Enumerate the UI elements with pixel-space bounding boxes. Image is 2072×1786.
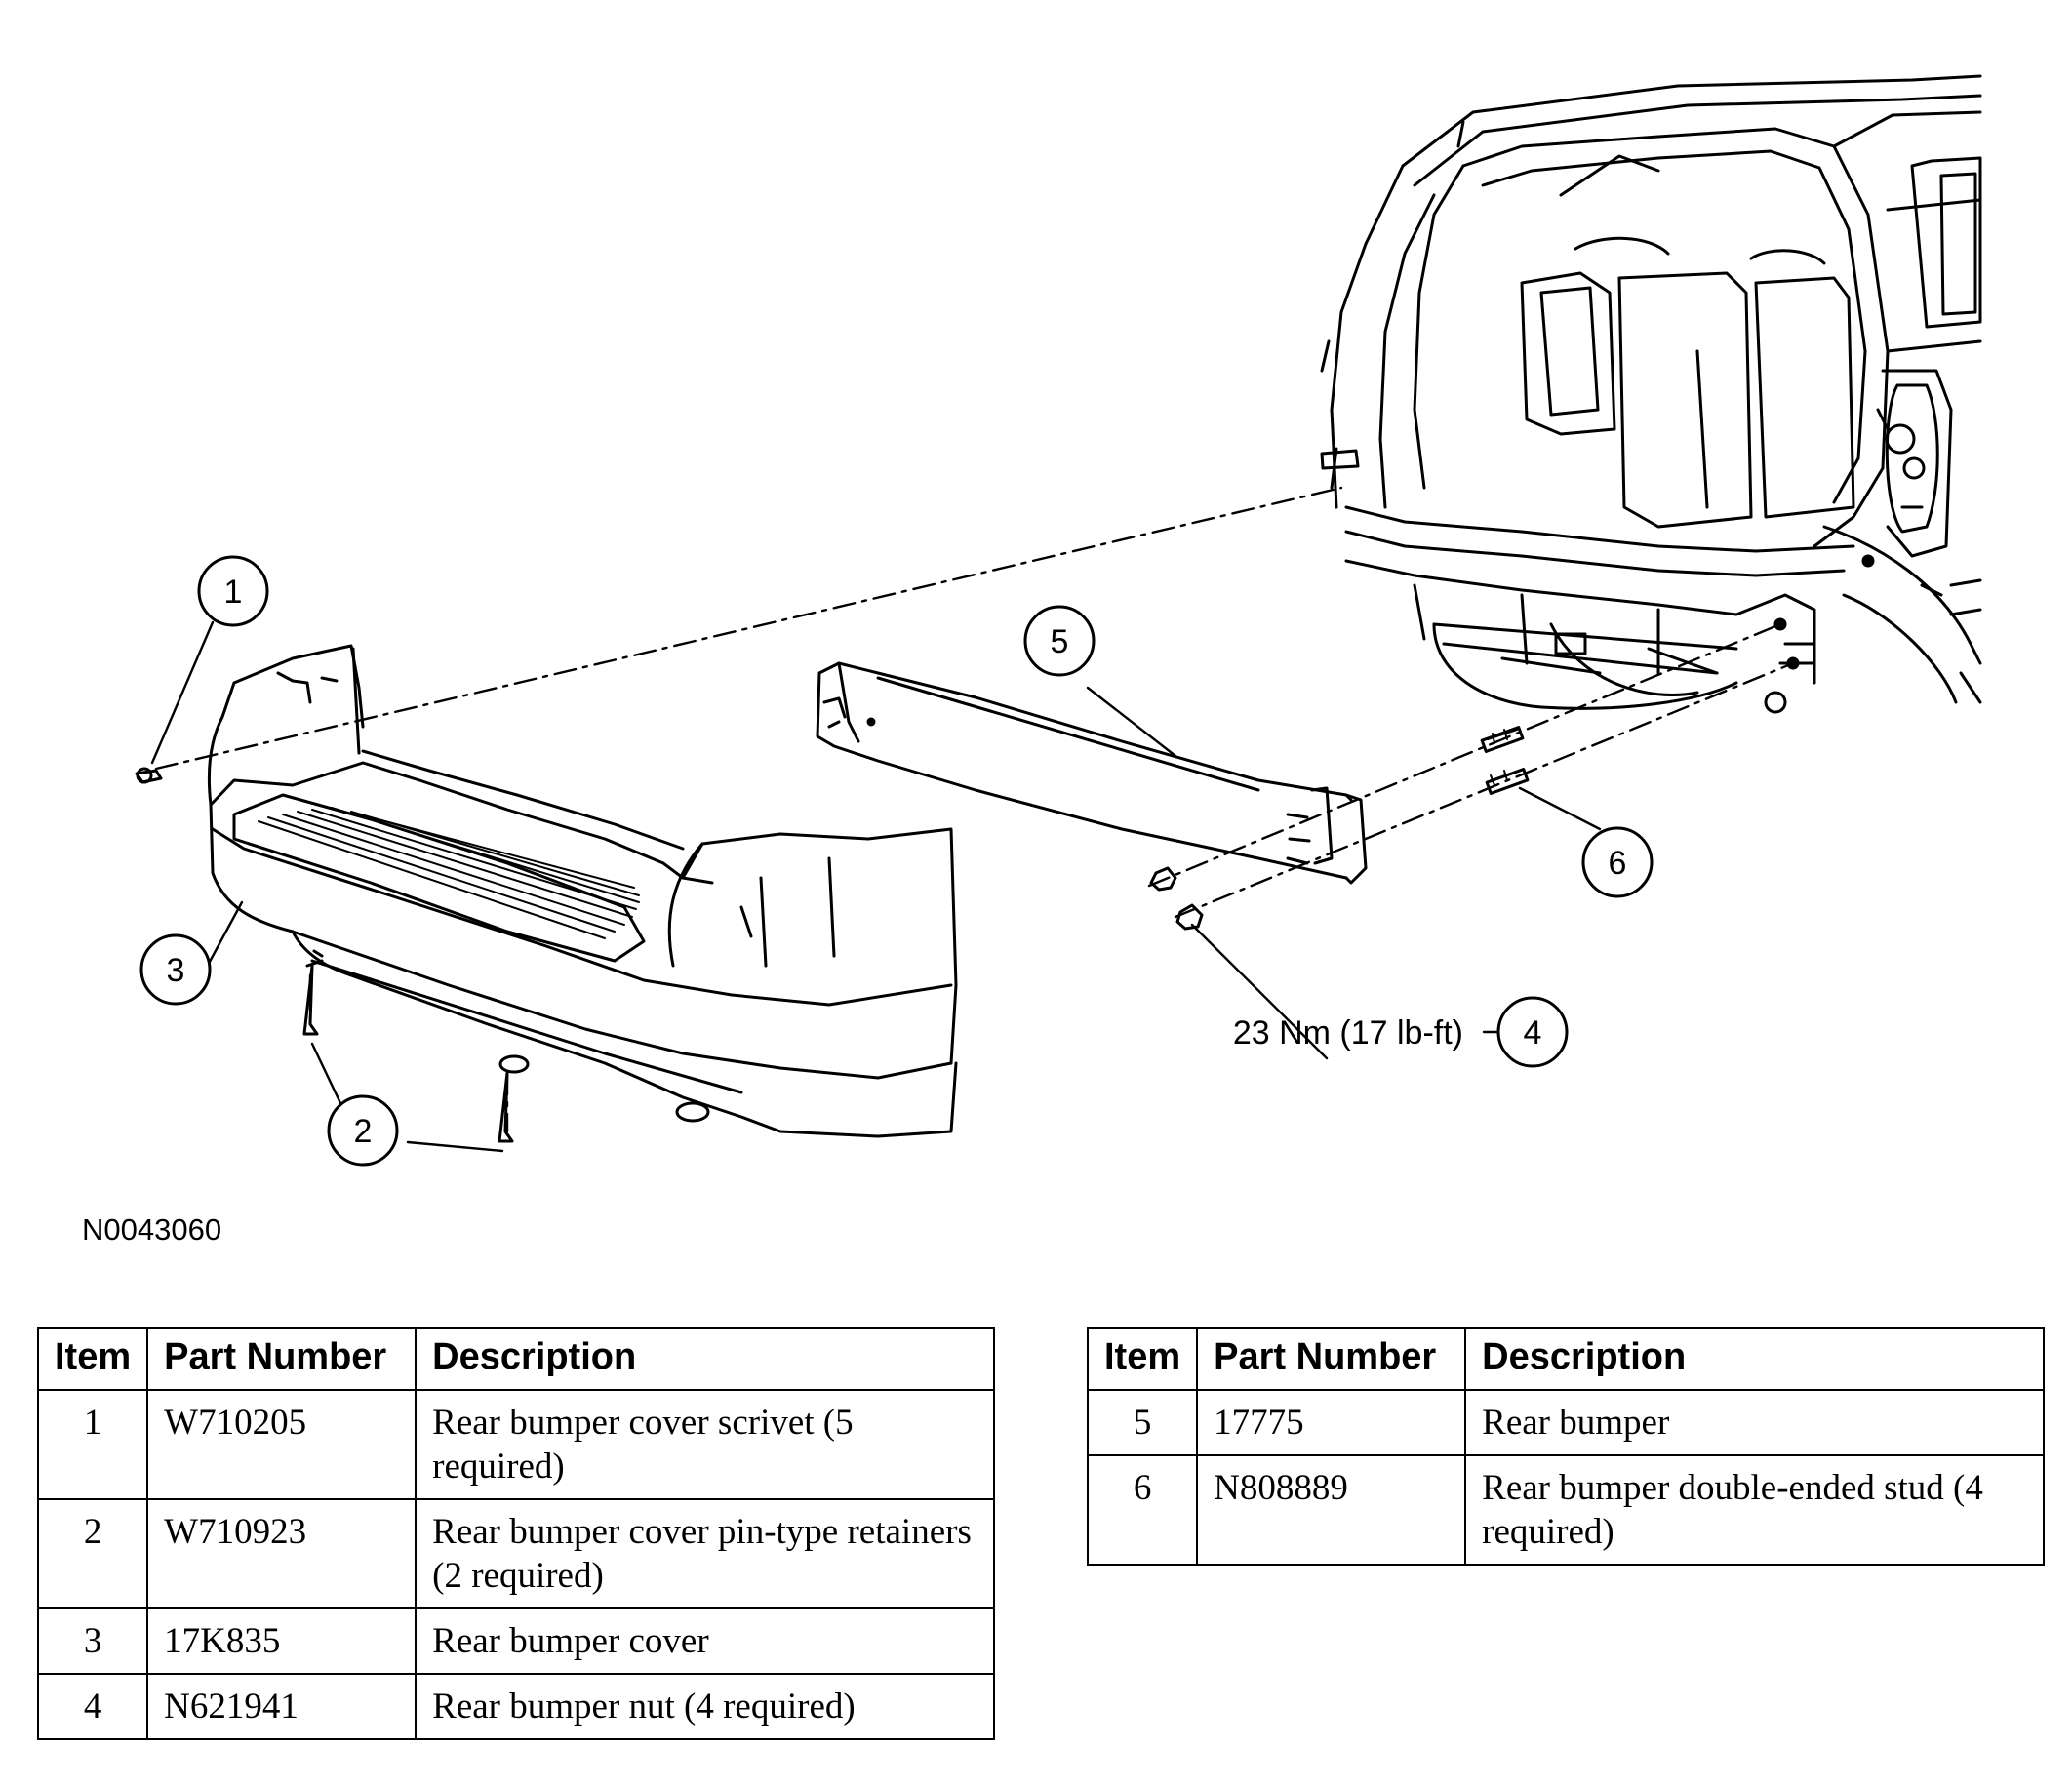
description-cell: Rear bumper cover xyxy=(415,1607,995,1675)
header-item: Item xyxy=(1086,1327,1199,1391)
double-ended-studs xyxy=(1480,726,1530,795)
part-number-cell: W710205 xyxy=(146,1389,418,1500)
table-row: 4 N621941 Rear bumper nut (4 required) xyxy=(36,1673,995,1740)
torque-spec-label: 23 Nm (17 lb-ft) xyxy=(1233,1014,1463,1052)
part-number-cell: W710923 xyxy=(146,1498,418,1609)
svg-text:4: 4 xyxy=(1524,1014,1542,1052)
table-header-row: Item Part Number Description xyxy=(1086,1327,2045,1391)
figure-code: N0043060 xyxy=(82,1212,222,1247)
header-part-number: Part Number xyxy=(1196,1327,1467,1391)
description-cell: Rear bumper xyxy=(1464,1389,2045,1456)
callout-1: 1 xyxy=(197,555,269,627)
description-cell: Rear bumper cover pin-type retainers (2 … xyxy=(415,1498,995,1609)
callout-3: 3 xyxy=(139,933,212,1006)
table-row: 1 W710205 Rear bumper cover scrivet (5 r… xyxy=(36,1389,995,1500)
callout-2: 2 xyxy=(327,1094,399,1167)
part-number-cell: 17K835 xyxy=(146,1607,418,1675)
svg-text:6: 6 xyxy=(1609,845,1627,882)
table-row: 6 N808889 Rear bumper double-ended stud … xyxy=(1086,1454,2045,1566)
exploded-view-diagram: 1 2 3 4 5 6 23 Nm (17 lb-ft) xyxy=(135,74,1982,1167)
description-cell: Rear bumper nut (4 required) xyxy=(415,1673,995,1740)
item-cell: 5 xyxy=(1086,1389,1199,1456)
description-cell: Rear bumper double-ended stud (4 require… xyxy=(1464,1454,2045,1566)
item-cell: 3 xyxy=(36,1607,149,1675)
item-cell: 6 xyxy=(1086,1454,1199,1566)
header-item: Item xyxy=(36,1327,149,1391)
callout-4: 4 xyxy=(1496,996,1569,1068)
header-description: Description xyxy=(415,1327,995,1391)
header-description: Description xyxy=(1464,1327,2045,1391)
table-row: 2 W710923 Rear bumper cover pin-type ret… xyxy=(36,1498,995,1609)
table-row: 5 17775 Rear bumper xyxy=(1086,1389,2045,1456)
part-number-cell: 17775 xyxy=(1196,1389,1467,1456)
svg-text:3: 3 xyxy=(167,952,185,989)
callout-5: 5 xyxy=(1023,605,1096,677)
description-cell: Rear bumper cover scrivet (5 required) xyxy=(415,1389,995,1500)
svg-text:1: 1 xyxy=(224,574,243,611)
parts-table-right: Item Part Number Description 5 17775 Rea… xyxy=(1086,1327,2045,1566)
part-number-cell: N808889 xyxy=(1196,1454,1467,1566)
item-cell: 2 xyxy=(36,1498,149,1609)
svg-text:5: 5 xyxy=(1051,623,1069,660)
rear-bumper-cover xyxy=(135,644,958,1138)
table-row: 3 17K835 Rear bumper cover xyxy=(36,1607,995,1675)
parts-table-left: Item Part Number Description 1 W710205 R… xyxy=(36,1327,995,1740)
callout-leaders xyxy=(150,620,1602,1153)
rear-bumper-beam xyxy=(816,661,1368,885)
item-cell: 4 xyxy=(36,1673,149,1740)
header-part-number: Part Number xyxy=(146,1327,418,1391)
part-number-cell: N621941 xyxy=(146,1673,418,1740)
assembly-lines xyxy=(154,486,1795,1133)
table-header-row: Item Part Number Description xyxy=(36,1327,995,1391)
callout-6: 6 xyxy=(1581,826,1654,898)
bumper-nuts xyxy=(1149,866,1204,931)
svg-text:2: 2 xyxy=(354,1113,373,1150)
vehicle-rear-body xyxy=(1320,74,1982,714)
item-cell: 1 xyxy=(36,1389,149,1500)
